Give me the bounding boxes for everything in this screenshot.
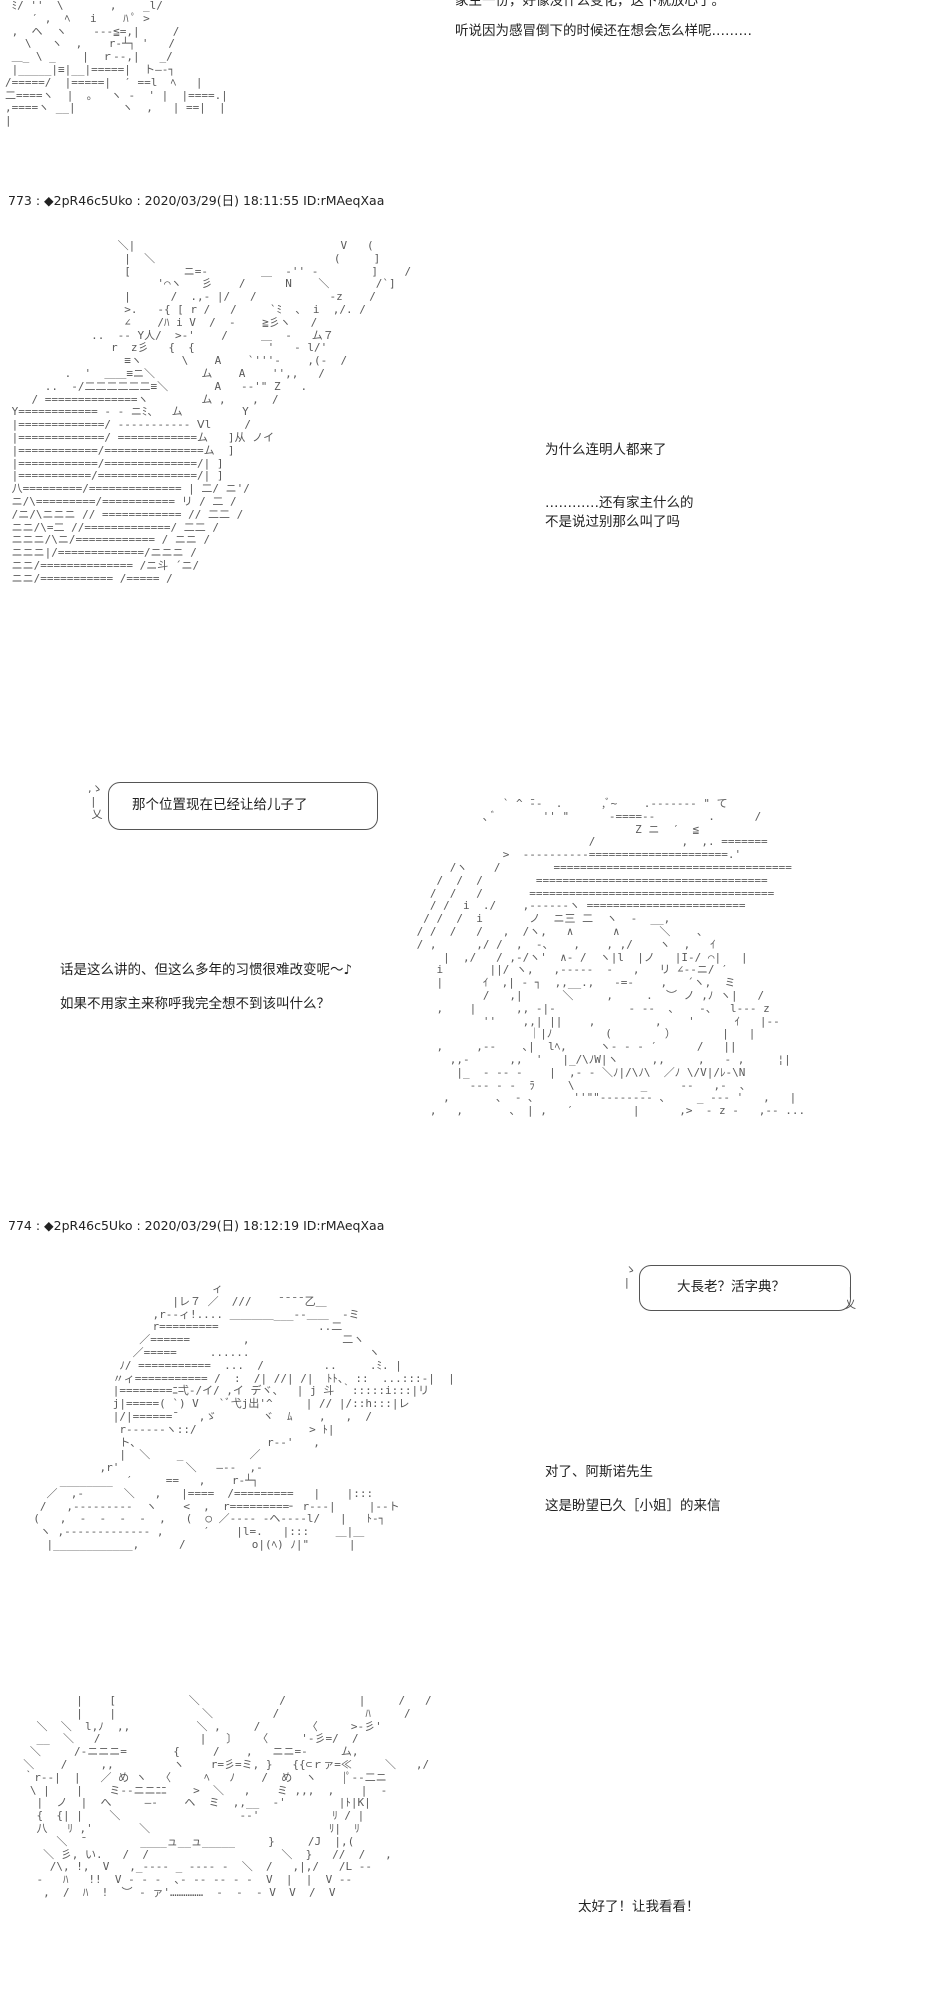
dialog-line: …………还有家主什么的 [545, 495, 694, 511]
dialog-line: 这是盼望已久［小姐］的来信 [545, 1498, 721, 1514]
narration-line: 家主一份，好像没什么变化，这下就放心了。 [455, 0, 725, 9]
speech-bubble-text: 大長老？活字典？ [677, 1279, 785, 1295]
ascii-art-character-with-bow: ` ^ ̄‐‐ . ,ﾞ~ .‐‐‐‐‐‐‐ " て ､ ﾞ '' " -===… [416, 797, 806, 1118]
dialog-line: 为什么连明人都来了 [545, 442, 667, 458]
dialog-line: 如果不用家主来称呼我完全想不到该叫什么？ [60, 996, 330, 1012]
speech-bubble: ゝ | | 乂 大長老？活字典？ [625, 1263, 865, 1313]
speech-bubble-frame [639, 1265, 851, 1311]
post-header: 773 : ◆2pR46c5Uko : 2020/03/29(日) 18:11:… [8, 193, 385, 208]
speech-bubble-frame [108, 782, 378, 830]
speech-bubble-tail-icon: | 乂 [845, 1285, 856, 1311]
dialog-line: 不是说过别那么叫了吗 [545, 514, 680, 530]
post-header: 774 : ◆2pR46c5Uko : 2020/03/29(日) 18:12:… [8, 1218, 385, 1233]
speech-bubble-tail-icon: ,ゝ | 乂 [88, 782, 103, 821]
ascii-art-character-letter: ィ |レ７ ／ /// ¯¯¯¯乙＿ ,r‐‐ィ!.... ＿＿＿＿___‐‐＿… [33, 1282, 455, 1551]
ascii-art-character-excited: | [ ＼ / | / / | | ＼ / ﾊ / ＼ ＼ l,ﾉ ,, ＼ ,… [23, 1694, 432, 1899]
dialog-line: 话是这么讲的、但这么多年的习惯很难改变呢～♪ [60, 962, 353, 978]
speech-bubble: ,ゝ | 乂 那个位置现在已经让给儿子了 [88, 782, 378, 830]
speech-bubble-text: 那个位置现在已经让给儿子了 [132, 797, 308, 813]
dialog-line: 对了、阿斯诺先生 [545, 1464, 653, 1480]
narration-line: 听说因为感冒倒下的时候还在想会怎么样呢……… [455, 23, 752, 39]
dialog-line: 太好了！让我看看！ [578, 1899, 700, 1915]
ascii-art-character-group: ＼| V ( | ＼ ( ] [ ニ=- ＿ ‐'' ‐ ] / '⌒ヽ 彡 /… [11, 239, 412, 585]
ascii-art-top: ﾐ/ '' \ , _l/ ′ , ﾍ i ﾊ ﾟ > , ヘ ヽ -‐‐≦=,… [5, 0, 228, 128]
speech-bubble-tail-icon: ゝ | [625, 1263, 636, 1289]
